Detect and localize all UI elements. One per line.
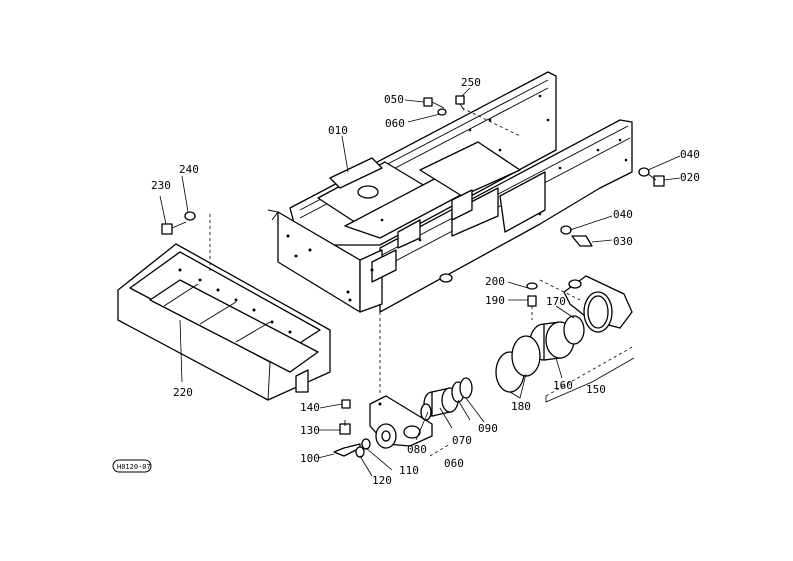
bolt-030-washer-040 (560, 225, 593, 247)
label-140: 130 (300, 424, 320, 437)
label-050: 050 (384, 93, 404, 106)
label-170: 160 (553, 379, 573, 392)
seals-100 (451, 377, 473, 403)
rear-bracket-assembly (563, 275, 633, 333)
label-040-mid: 040 (613, 208, 633, 221)
label-190: 180 (511, 400, 531, 413)
label-180: 170 (546, 295, 566, 308)
main-frame (267, 71, 633, 313)
label-130: 120 (372, 474, 392, 487)
bolt-230-nut-240 (161, 211, 196, 235)
leader-lines (159, 87, 681, 477)
label-160: 150 (586, 383, 606, 396)
label-020: 020 (680, 171, 700, 184)
bolt-200-210 (526, 282, 538, 307)
label-230: 230 (151, 179, 171, 192)
bolt-050-washer-060 (423, 97, 447, 116)
label-090: 080 (407, 443, 427, 456)
bolt-250 (455, 95, 465, 111)
part-labels: 010 250 050 060 040 020 040 030 240 230 … (151, 76, 700, 487)
label-060: 060 (385, 117, 405, 130)
seal-180 (563, 315, 585, 345)
label-080: 070 (452, 434, 472, 447)
drawing-code: H0120-07 (117, 463, 151, 471)
drawing-code-badge: H0120-07 (112, 459, 152, 473)
label-030: 030 (613, 235, 633, 248)
label-040-top: 040 (680, 148, 700, 161)
label-220: 220 (173, 386, 193, 399)
label-240: 240 (179, 163, 199, 176)
front-weight-bracket (117, 243, 331, 401)
label-150: 140 (300, 401, 320, 414)
label-120: 110 (399, 464, 419, 477)
label-110: 100 (300, 452, 320, 465)
collar-090 (420, 403, 432, 421)
bolt-020-washer-040 (638, 167, 665, 187)
bolts-washers-lower (333, 399, 371, 458)
rings-190 (495, 335, 541, 393)
label-210: 200 (485, 275, 505, 288)
label-010: 010 (328, 124, 348, 137)
bushing-170 (529, 321, 575, 361)
assembly-lines (209, 107, 635, 457)
label-100: 090 (478, 422, 498, 435)
label-200: 190 (485, 294, 505, 307)
front-axle-bracket (369, 395, 433, 449)
label-250: 250 (461, 76, 481, 89)
label-070: 060 (444, 457, 464, 470)
